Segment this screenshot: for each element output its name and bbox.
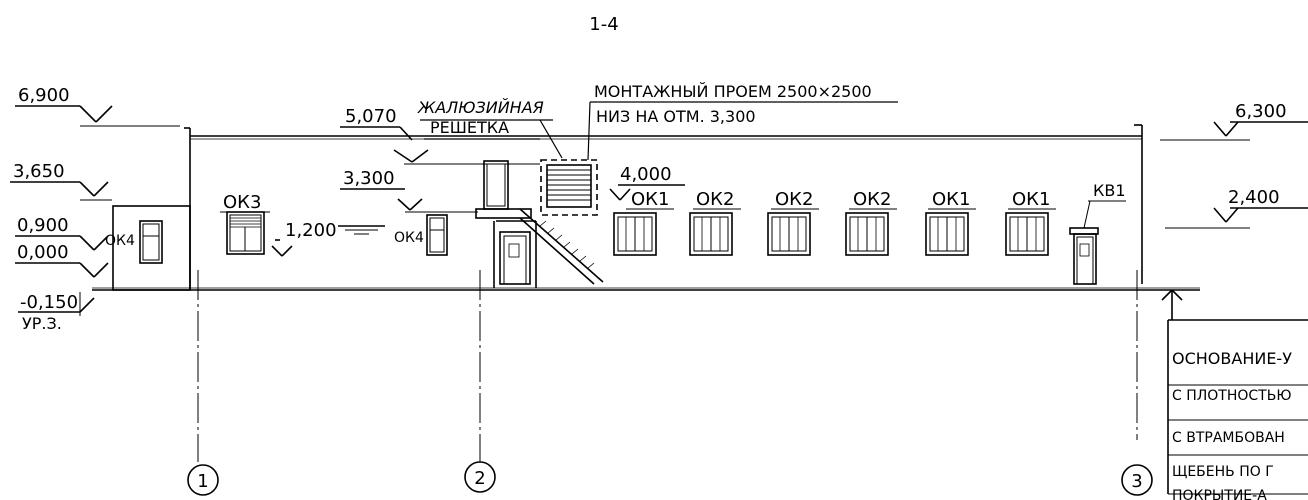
elev-0900: 0,900: [17, 215, 69, 236]
right-elevations: 6,300 2,400: [1160, 101, 1308, 229]
table-row-4: ЩЕБЕНЬ ПО Г: [1172, 464, 1274, 480]
mark-kv1: КВ1: [1093, 181, 1126, 200]
callout-notes: ЖАЛЮЗИЙНАЯ РЕШЕТКА МОНТАЖНЫЙ ПРОЕМ 2500×…: [417, 82, 898, 161]
ok4-mark: ОК4: [394, 230, 424, 246]
axis-bubbles: 1 2 3: [187, 461, 1153, 496]
drawing-title: 1-4: [589, 14, 618, 35]
table-row-3: С ВТРАМБОВАН: [1172, 430, 1285, 446]
opening-note-line2: НИЗ НА ОТМ. 3,300: [596, 107, 756, 126]
axis-label-2: 2: [474, 468, 485, 489]
window-frame: [1005, 212, 1049, 256]
mark-ok2-a: ОК2: [696, 189, 734, 210]
mark-ok1-c: ОК1: [1012, 189, 1050, 210]
external-stair: [475, 208, 604, 288]
window-frame: [613, 212, 657, 256]
elev-5070: 5,070: [345, 106, 397, 127]
table-row-2: С ПЛОТНОСТЬЮ: [1172, 388, 1291, 404]
annex-window-mark: ОК4: [105, 233, 135, 249]
elev-4000: 4,000: [620, 164, 672, 185]
window-frame: [845, 212, 889, 256]
elev-minus-0150: -0,150: [20, 292, 78, 313]
louver-grille: [540, 159, 598, 216]
elev-1200: 1,200: [285, 220, 337, 241]
axis-label-3: 3: [1131, 471, 1142, 492]
axis-bubble-2: [464, 461, 496, 493]
axis-bubble-3: [1121, 464, 1153, 496]
facade-elevations: 5,070 3,300 1,200 ОК4 4,000: [271, 106, 685, 257]
grid-axes: [197, 270, 1138, 462]
table-row-1: ОСНОВАНИЕ-У: [1172, 349, 1292, 368]
doors: [499, 227, 1099, 285]
mark-ok3: ОК3: [223, 192, 261, 213]
pavement-table: ОСНОВАНИЕ-У С ПЛОТНОСТЬЮ С ВТРАМБОВАН ЩЕ…: [1161, 289, 1308, 500]
opening-note-line1: МОНТАЖНЫЙ ПРОЕМ 2500×2500: [594, 82, 872, 101]
louver-note-line2: РЕШЕТКА: [430, 118, 509, 137]
mark-ok2-c: ОК2: [853, 189, 891, 210]
windows: [139, 160, 1049, 264]
ground-level-note: УР.З.: [22, 314, 62, 333]
elev-6900: 6,900: [18, 85, 70, 106]
left-elevations: 6,900 3,650 0,900 0,000 -0,150 УР.З. ОК4: [10, 85, 180, 333]
elev-3650: 3,650: [13, 161, 65, 182]
window-frame: [767, 212, 811, 256]
window-marks: ОК3 ОК1 ОК2 ОК2 ОК2 ОК1 ОК1 КВ1: [220, 181, 1126, 229]
mark-ok2-b: ОК2: [775, 189, 813, 210]
mark-ok1-a: ОК1: [631, 189, 669, 210]
louver-note-line1: ЖАЛЮЗИЙНАЯ: [417, 98, 544, 117]
elev-3300: 3,300: [343, 168, 395, 189]
elev-2400: 2,400: [1228, 187, 1280, 208]
axis-label-1: 1: [197, 471, 208, 492]
table-row-5: ПОКРЫТИЕ-А: [1172, 488, 1267, 500]
mark-ok1-b: ОК1: [932, 189, 970, 210]
elev-6300: 6,300: [1235, 101, 1287, 122]
elev-0000: 0,000: [17, 242, 69, 263]
left-annex: [112, 205, 191, 291]
axis-bubble-1: [187, 464, 219, 496]
window-frame: [689, 212, 733, 256]
window-frame: [925, 212, 969, 256]
